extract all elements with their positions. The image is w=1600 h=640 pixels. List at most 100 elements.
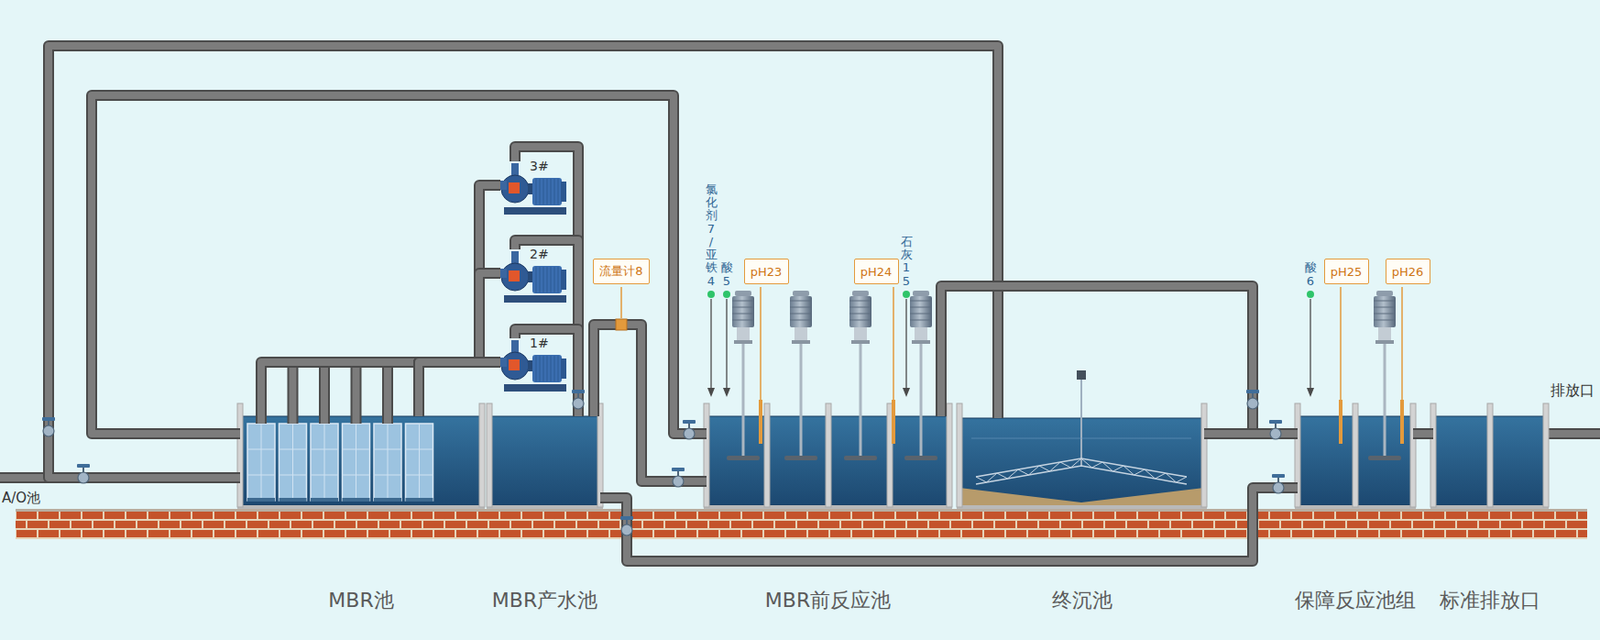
- water-line: [971, 438, 1192, 439]
- motor-fin: [554, 266, 556, 293]
- pipe-connector: [1204, 433, 1298, 435]
- pump-flange: [508, 359, 520, 371]
- mount-flange: [851, 339, 870, 344]
- impeller: [843, 455, 877, 461]
- module-line: [247, 449, 275, 450]
- motor-fin: [1373, 319, 1396, 321]
- tank-label: 终沉池: [1052, 586, 1113, 614]
- membrane-module: [405, 423, 434, 501]
- motor-cap: [792, 290, 810, 296]
- dosing-arrowhead: [1306, 387, 1315, 397]
- tank-wall: [1487, 403, 1493, 507]
- motor-fin: [789, 313, 812, 315]
- pipe-connector: [515, 146, 579, 417]
- module-riser: [355, 361, 357, 424]
- valve-body: [683, 427, 695, 439]
- pipe-outline: [261, 361, 419, 424]
- pipe-connector: [600, 487, 1298, 561]
- truss-web: [975, 458, 1187, 483]
- mount-flange: [1375, 339, 1394, 344]
- motor-fin: [536, 178, 537, 205]
- motor-fin: [849, 319, 872, 321]
- tank-label: MBR产水池: [492, 586, 598, 614]
- motor-body: [909, 295, 932, 328]
- membrane-module: [279, 423, 307, 501]
- valve-body: [672, 475, 684, 487]
- tank-wall: [486, 403, 493, 507]
- motor-fin: [543, 178, 545, 205]
- membrane-module: [342, 423, 371, 501]
- agitator-shaft: [742, 343, 746, 459]
- tag-label: pH24: [860, 264, 893, 279]
- tank-wall: [764, 403, 770, 507]
- mount-flange: [791, 339, 811, 344]
- pump-base: [504, 295, 567, 303]
- tank-label: 保障反应池组: [1294, 586, 1416, 614]
- mount-flange: [911, 339, 931, 344]
- tank: MBR前反应池: [706, 416, 950, 505]
- tank-wall: [1410, 403, 1416, 507]
- motor-fin: [558, 266, 559, 293]
- motor-body: [789, 295, 812, 328]
- probe-leader: [1339, 286, 1342, 400]
- pump: 1#: [500, 338, 567, 392]
- agitator-shaft: [859, 343, 863, 459]
- motor-body: [732, 295, 755, 328]
- ground-edge: [15, 508, 1588, 512]
- brick-ground: [15, 511, 1588, 539]
- tank-base: [956, 504, 1207, 509]
- pipe-body: [352, 361, 361, 424]
- flowmeter-leader: [620, 286, 623, 318]
- pipe-connector: [418, 361, 501, 417]
- agitator-shaft: [1383, 343, 1387, 459]
- mount-flange: [734, 339, 753, 344]
- motor-cap: [734, 290, 752, 296]
- motor-end-cap: [560, 269, 567, 290]
- impeller: [1368, 455, 1402, 461]
- valve-handle: [1246, 389, 1260, 394]
- tank-wall: [946, 403, 953, 507]
- probe-leader: [759, 286, 762, 400]
- module-line: [418, 423, 420, 501]
- motor-fin: [558, 178, 559, 205]
- dosing-line: [1309, 298, 1311, 389]
- module-base: [310, 497, 339, 502]
- suction-manifold: [261, 361, 419, 424]
- module-line: [405, 449, 434, 450]
- motor-fin: [547, 266, 548, 293]
- tank-wall: [597, 403, 603, 507]
- pump-label: 3#: [529, 158, 549, 174]
- tank: 标准排放口: [1433, 416, 1546, 505]
- pipe-outline: [418, 361, 501, 417]
- tag-label: pH23: [750, 264, 783, 279]
- module-riser: [387, 361, 389, 424]
- probe-leader: [892, 286, 895, 400]
- motor-body: [849, 295, 872, 328]
- pipe-body: [320, 361, 329, 424]
- pipe-connector: [1413, 433, 1434, 435]
- impeller: [726, 455, 760, 461]
- tank-wall: [956, 403, 963, 507]
- agitator-shaft: [800, 343, 803, 459]
- module-line: [279, 449, 307, 450]
- module-line: [247, 474, 275, 476]
- motor-end-cap: [560, 358, 567, 379]
- module-line: [310, 474, 339, 476]
- valve-handle: [1271, 473, 1285, 478]
- motor-fin: [543, 266, 545, 293]
- membrane-module: [247, 423, 275, 501]
- pump-inlet: [499, 268, 507, 278]
- motor-cap: [1376, 290, 1393, 296]
- module-line: [310, 449, 339, 450]
- tag-label: 流量计8: [599, 263, 643, 280]
- valve-body: [1270, 427, 1282, 439]
- dosing-label: 酸6: [1304, 261, 1317, 288]
- pipe-outline: [318, 361, 330, 424]
- motor-end-cap: [560, 181, 567, 202]
- pipe-body: [593, 324, 707, 482]
- tank-water: [240, 416, 483, 505]
- motor-fin: [1373, 313, 1396, 315]
- tank: 终沉池: [959, 417, 1205, 505]
- dosing-arrowhead: [707, 387, 715, 397]
